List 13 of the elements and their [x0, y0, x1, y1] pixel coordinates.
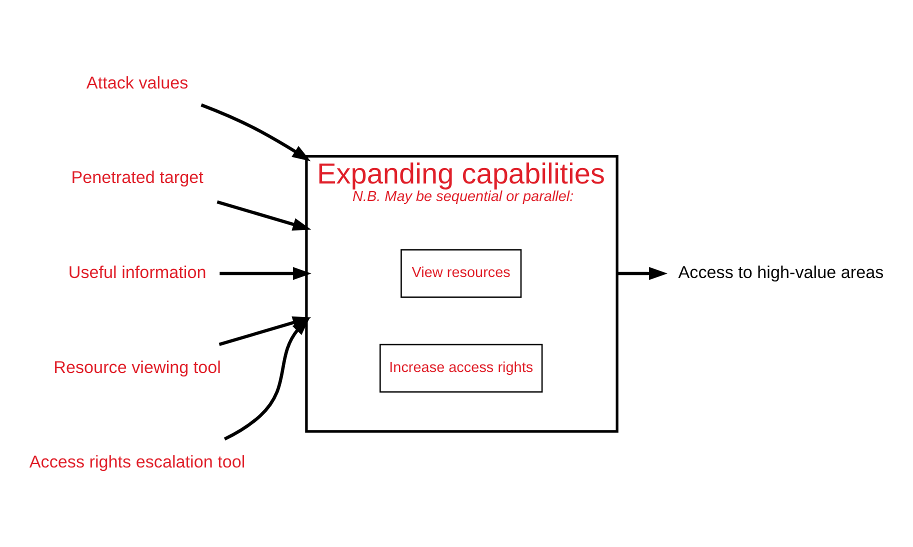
node-text: Useful information	[68, 262, 206, 282]
arrow	[200, 103, 311, 162]
arrow	[224, 317, 310, 441]
arrow	[216, 200, 312, 231]
node-box: Increase access rights	[380, 344, 543, 393]
node-text: Attack values	[86, 73, 188, 92]
arrow	[617, 267, 668, 280]
node-box: View resources	[400, 249, 522, 298]
node-text: Access rights escalation tool	[29, 452, 246, 472]
arrow	[220, 267, 312, 280]
node-text: Resource viewing tool	[54, 358, 221, 377]
node-text: Penetrated target	[71, 168, 204, 188]
node-text: Access to high-value areas	[678, 262, 884, 282]
